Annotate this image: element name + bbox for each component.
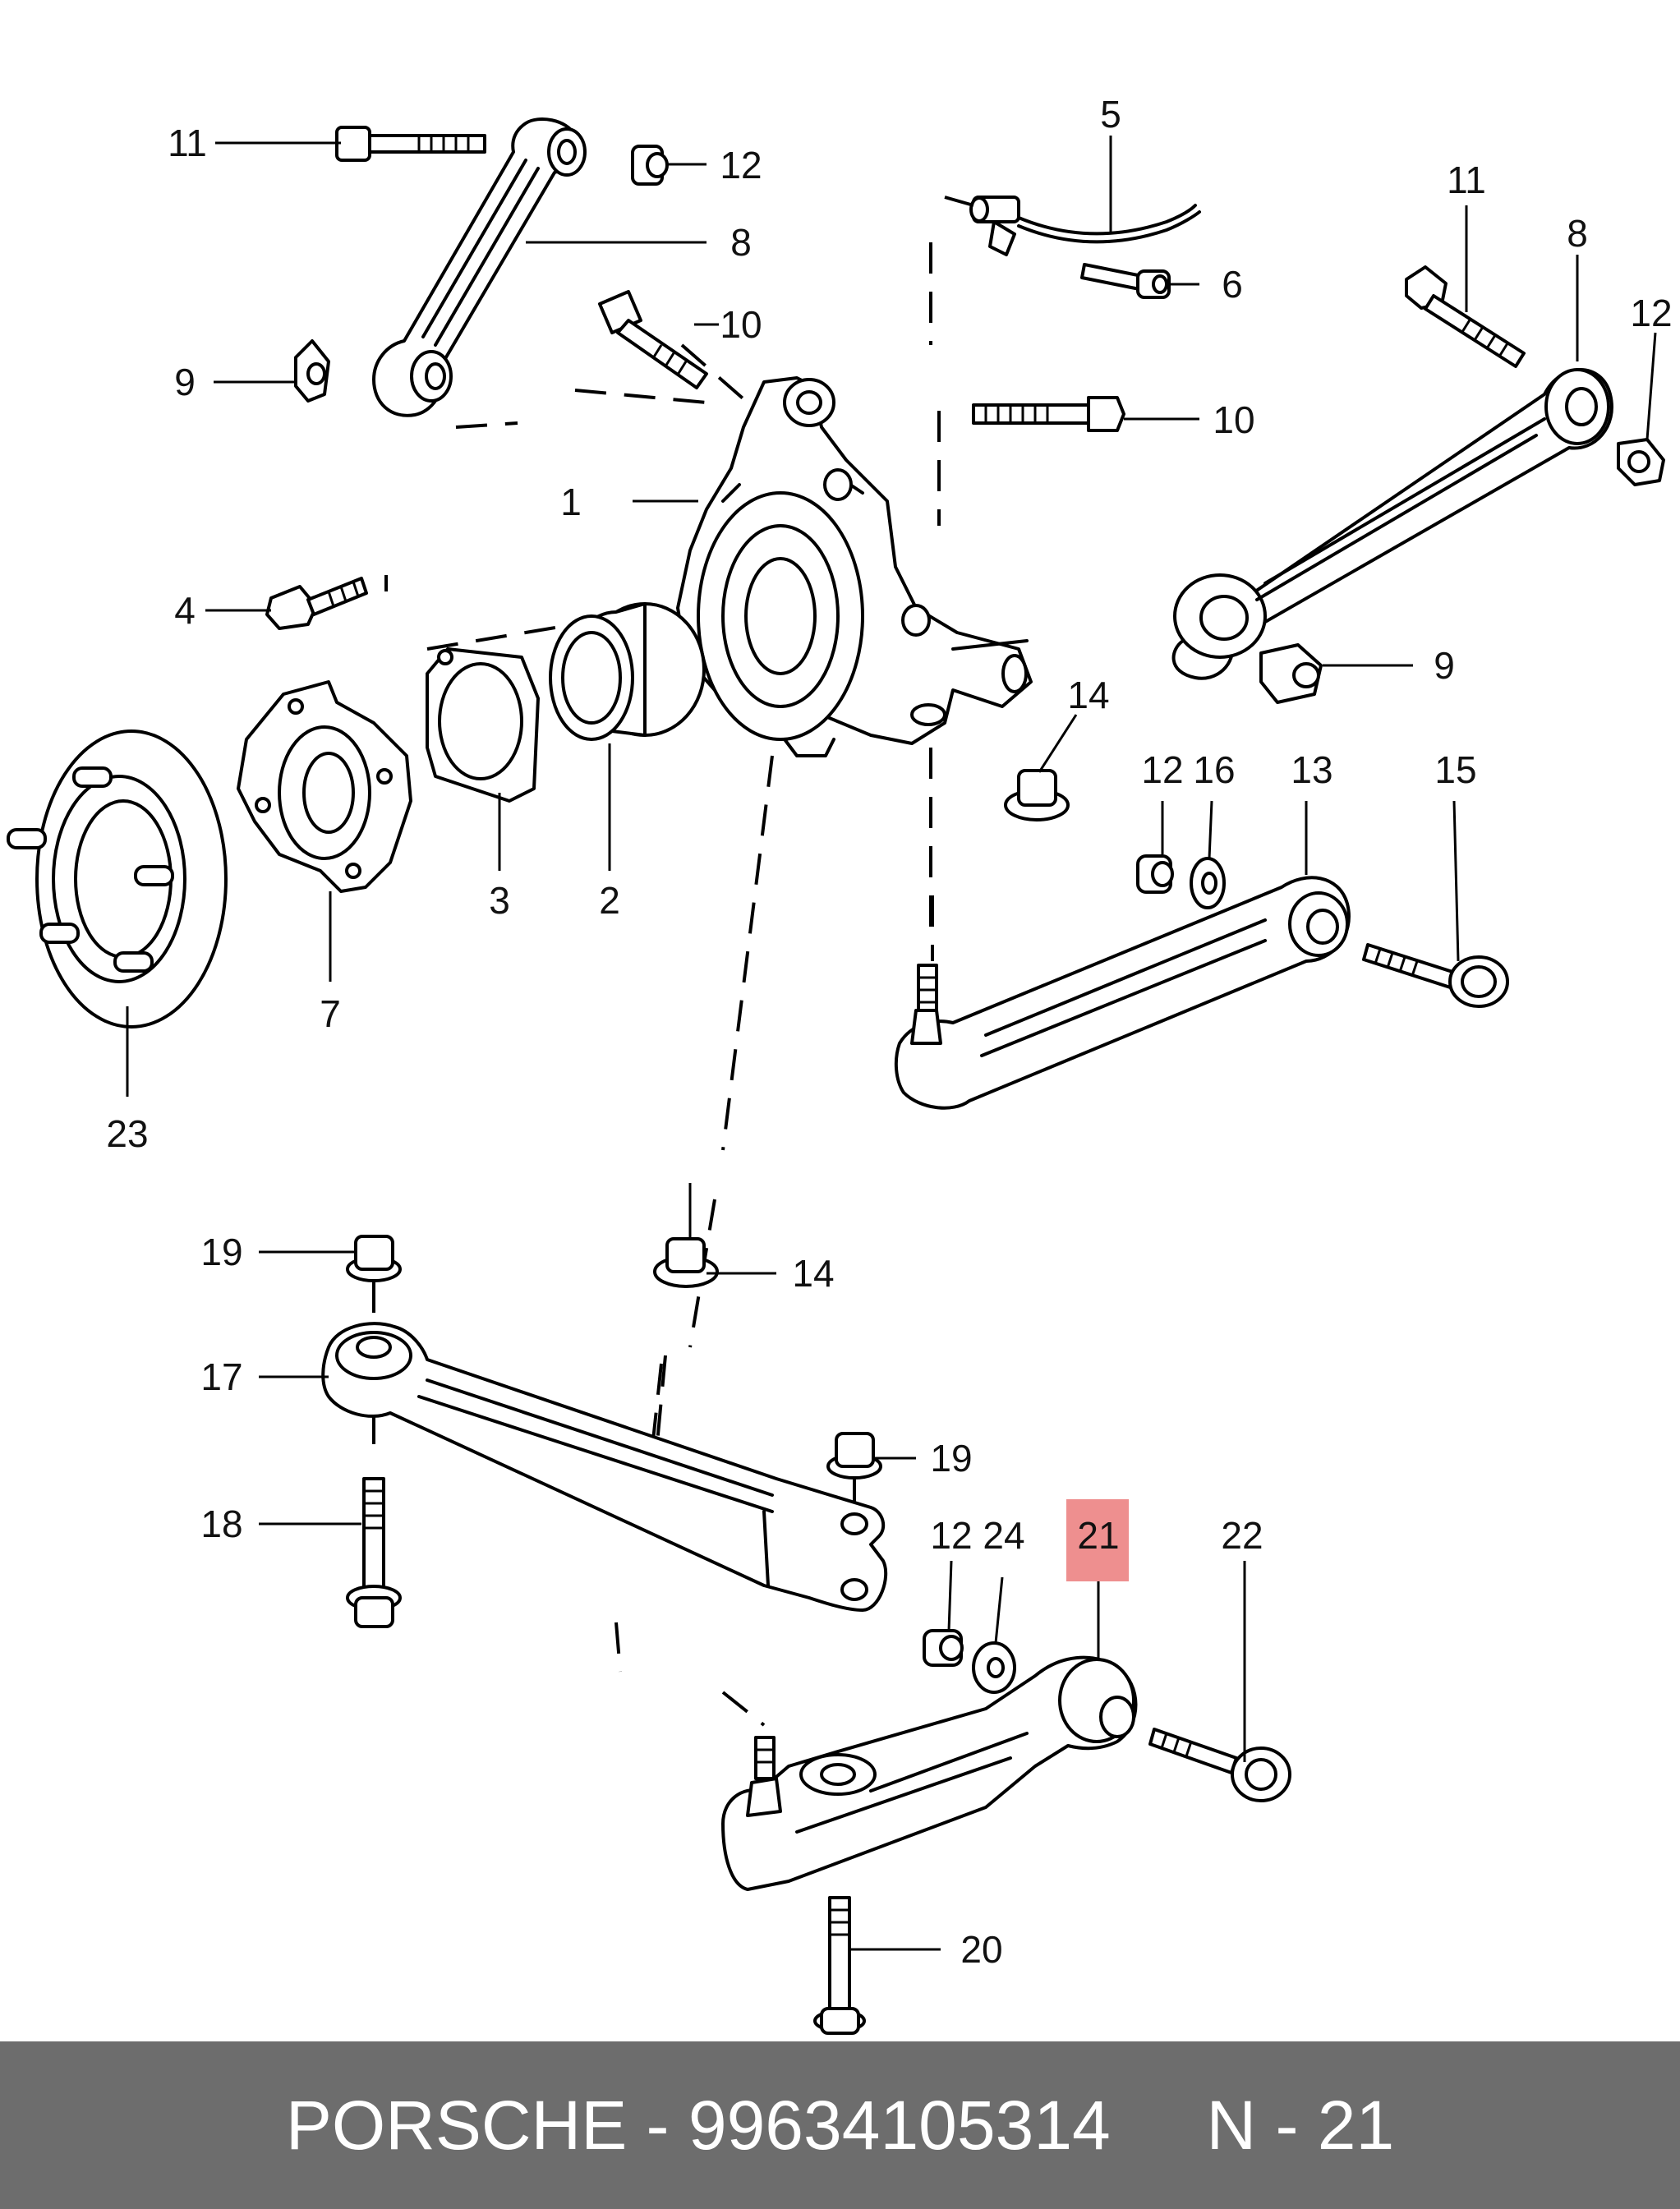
bolt-11-right [1405, 265, 1526, 368]
callout-12-right: 12 [1630, 292, 1672, 334]
callout-12-upper-left: 12 [720, 144, 762, 186]
callout-15: 15 [1434, 748, 1476, 791]
washer-16 [1190, 857, 1226, 909]
exploded-parts-diagram: 11 12 8 9 10 5 6 10 11 8 12 1 4 9 14 12 … [7, 93, 1673, 2035]
callout-14-upper: 14 [1067, 674, 1109, 716]
bolt-18 [346, 1477, 402, 1628]
nut-9-upper-left [294, 339, 330, 403]
bolt-11-upper-left [335, 126, 486, 162]
callout-13: 13 [1291, 748, 1332, 791]
callout-1: 1 [560, 481, 582, 523]
bolt-4 [265, 577, 368, 630]
callout-19-lower: 19 [930, 1437, 972, 1480]
callout-11-right: 11 [1447, 159, 1486, 201]
bolt-22 [1148, 1728, 1291, 1802]
nut-12-lower [923, 1629, 964, 1667]
nut-12-right [1617, 438, 1665, 486]
washer-24 [972, 1641, 1016, 1694]
callout-9-right: 9 [1434, 644, 1455, 687]
callout-21: 21 [1077, 1514, 1119, 1557]
callout-16: 16 [1193, 748, 1235, 791]
bolt-20 [813, 1896, 866, 2035]
leader-lines [126, 136, 1657, 1951]
nut-14-lower [653, 1237, 719, 1288]
lower-arm-21 [721, 1655, 1138, 1891]
callout-7: 7 [320, 992, 341, 1035]
wheel-spacer-23 [7, 729, 228, 1029]
callout-14-lower: 14 [792, 1252, 834, 1295]
callout-8-upper-left: 8 [730, 221, 752, 264]
lower-arm-13 [894, 876, 1351, 1110]
callout-5: 5 [1100, 93, 1121, 136]
bolt-6 [1080, 263, 1171, 299]
cover-plate-3 [426, 647, 540, 803]
callout-6: 6 [1222, 263, 1243, 306]
highlight-box-21 [1066, 1499, 1129, 1581]
callout-2: 2 [599, 879, 620, 922]
callout-9-upper-left: 9 [174, 361, 196, 403]
callout-10-upper: 10 [720, 303, 762, 346]
wheel-bearing-2 [549, 602, 706, 741]
callout-12-lower: 12 [930, 1514, 972, 1557]
nut-12-upper-left [631, 145, 669, 186]
callout-10-right: 10 [1213, 398, 1254, 441]
hub-flange-7 [237, 680, 412, 893]
transverse-link-17 [321, 1322, 888, 1612]
assembly-axes [372, 242, 941, 1727]
nut-9-right [1259, 643, 1323, 704]
callout-18: 18 [200, 1503, 242, 1545]
bolt-10-upper [598, 290, 708, 389]
nut-14-upper [1004, 769, 1070, 821]
callout-23: 23 [106, 1112, 148, 1155]
wheel-carrier-1 [676, 376, 1033, 757]
nut-12-middle [1136, 854, 1174, 894]
part-number-caption: PORSCHE - 99634105314 N - 21 [285, 2086, 1395, 2164]
callout-24: 24 [983, 1514, 1024, 1557]
nut-19-lower [826, 1432, 882, 1480]
callout-3: 3 [489, 879, 510, 922]
callout-4: 4 [174, 589, 196, 632]
abs-sensor-5 [944, 196, 1201, 256]
bolt-15 [1362, 943, 1509, 1008]
footer-bar: PORSCHE - 99634105314 N - 21 [0, 2041, 1680, 2209]
callout-19-upper: 19 [200, 1231, 242, 1273]
callout-8-right: 8 [1567, 212, 1588, 255]
callout-11-upper-left: 11 [168, 122, 207, 164]
nut-19-upper [346, 1235, 402, 1282]
callout-22: 22 [1221, 1514, 1263, 1557]
callout-17: 17 [200, 1355, 242, 1398]
callouts: 11 12 8 9 10 5 6 10 11 8 12 1 4 9 14 12 … [106, 93, 1672, 1971]
upper-link-left [372, 117, 587, 417]
bolt-10-right [972, 396, 1125, 432]
upper-link-right [1171, 368, 1613, 680]
callout-12-middle: 12 [1141, 748, 1183, 791]
callout-20: 20 [960, 1928, 1002, 1971]
